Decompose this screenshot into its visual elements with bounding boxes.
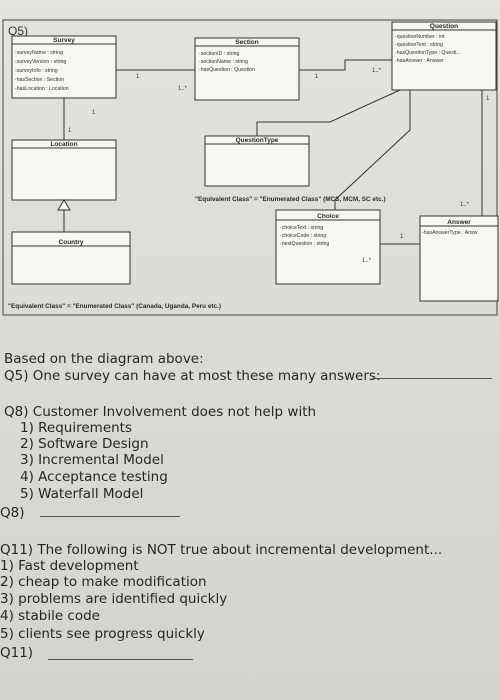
country-title: Country bbox=[59, 239, 84, 246]
multiplicity-label: 1 bbox=[136, 74, 140, 80]
diagram-frame bbox=[2, 19, 498, 316]
multiplicity-label: 1..* bbox=[372, 68, 382, 74]
choice-attr: -nextQuestion : string bbox=[280, 241, 329, 247]
assoc-section-question bbox=[299, 59, 392, 71]
multiplicity-label: 1..* bbox=[178, 86, 188, 92]
section-attr: -sectionName : string bbox=[199, 59, 248, 65]
class-section: Section -sectionID : string -sectionName… bbox=[194, 37, 300, 101]
uml-class-diagram: Survey -surveyName : string -surveyVersi… bbox=[2, 19, 499, 316]
section-attr: -hasQuestion : Question bbox=[199, 67, 255, 73]
multiplicity-label: 1 bbox=[92, 110, 96, 116]
multiplicity-label: 1..* bbox=[460, 202, 470, 208]
q11-answer-label: Q11) bbox=[0, 645, 34, 661]
q8-option: 4) Acceptance testing bbox=[20, 469, 168, 485]
q8-option: 5) Waterfall Model bbox=[20, 486, 144, 502]
country-note: "Equivalent Class" = "Enumerated Class" … bbox=[8, 303, 221, 310]
question-attr: -questionNumber : int bbox=[395, 34, 445, 40]
survey-attr: -surveyVersion : string bbox=[15, 59, 66, 65]
answer-title: Answer bbox=[447, 219, 471, 226]
question-type-title: QuestionType bbox=[236, 137, 279, 144]
q8-stem: Q8) Customer Involvement does not help w… bbox=[4, 404, 317, 420]
q11-option: 1) Fast development bbox=[0, 558, 139, 574]
q5-stem: Q5) One survey can have at most these ma… bbox=[4, 368, 381, 384]
multiplicity-label: 1 bbox=[400, 234, 404, 240]
survey-attr: -surveyName : string bbox=[15, 50, 63, 56]
section-title: Section bbox=[235, 39, 259, 46]
survey-title: Survey bbox=[53, 37, 75, 44]
q5-answer-blank[interactable] bbox=[372, 378, 492, 379]
intro-text: Based on the diagram above: bbox=[4, 351, 204, 367]
class-question-type: QuestionType bbox=[204, 135, 310, 187]
multiplicity-label: 1 bbox=[486, 96, 490, 102]
survey-attr: -hasLocation : Location bbox=[15, 86, 69, 92]
q8-answer-label: Q8) bbox=[0, 505, 25, 521]
assoc-question-choice bbox=[334, 90, 411, 210]
question-attr: -hasAnswer : Answer bbox=[395, 58, 444, 64]
multiplicity-label: 1 bbox=[68, 128, 72, 134]
multiplicity-label: 1 bbox=[315, 74, 319, 80]
q11-answer-blank[interactable] bbox=[48, 659, 193, 660]
q8-option: 3) Incremental Model bbox=[20, 452, 164, 468]
assoc-question-questiontype bbox=[256, 89, 401, 136]
class-location: Location bbox=[11, 139, 117, 201]
answer-attr: -hasAnswerType : Answ bbox=[422, 230, 478, 236]
class-choice: Choice -choiceText : string -choiceCode … bbox=[275, 209, 381, 285]
question-type-note: "Equivalent Class" = "Enumerated Class" … bbox=[195, 196, 386, 203]
q11-option: 3) problems are identified quickly bbox=[0, 591, 228, 607]
survey-attr: -hasSection : Section bbox=[15, 77, 64, 83]
choice-attr: -choiceCode : string bbox=[280, 233, 326, 239]
associations bbox=[63, 59, 483, 245]
survey-attr: -surveyInfo : string bbox=[15, 68, 58, 74]
class-survey: Survey -surveyName : string -surveyVersi… bbox=[11, 35, 117, 99]
class-answer: Answer -hasAnswerType : Answ bbox=[419, 215, 499, 302]
class-question: Question -questionNumber : int -question… bbox=[391, 21, 497, 91]
q11-option: 5) clients see progress quickly bbox=[0, 626, 205, 642]
q8-option: 1) Requirements bbox=[20, 420, 133, 436]
question-title: Question bbox=[430, 23, 458, 30]
generalization-arrow bbox=[57, 199, 71, 211]
q8-option: 2) Software Design bbox=[20, 436, 149, 452]
question-attr: -hasQuestionType : Questi... bbox=[395, 50, 461, 56]
q8-answer-blank[interactable] bbox=[40, 516, 180, 517]
question-number-label: Q5) bbox=[8, 24, 29, 38]
q11-stem: Q11) The following is NOT true about inc… bbox=[0, 542, 443, 558]
q11-option: 4) stabile code bbox=[0, 608, 100, 624]
multiplicity-label: 1..* bbox=[362, 258, 372, 264]
location-title: Location bbox=[50, 141, 77, 148]
section-attr: -sectionID : string bbox=[199, 51, 239, 57]
choice-title: Choice bbox=[317, 213, 339, 220]
choice-attr: -choiceText : string bbox=[280, 225, 323, 231]
q11-option: 2) cheap to make modification bbox=[0, 574, 207, 590]
question-attr: -questionText : string bbox=[395, 42, 443, 48]
class-country: Country bbox=[11, 231, 131, 285]
